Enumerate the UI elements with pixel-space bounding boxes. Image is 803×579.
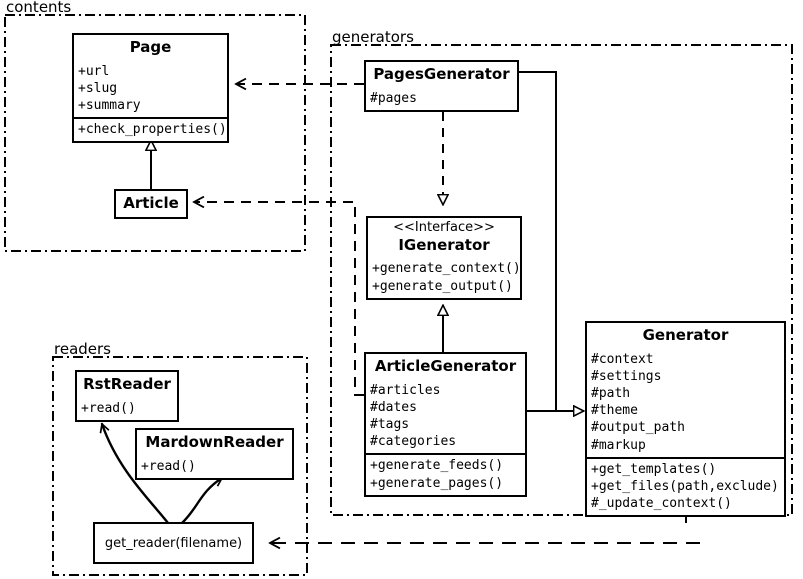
class-generator[interactable]: Generator #context #settings #path #them… [585, 321, 786, 518]
method: +read() [141, 458, 196, 474]
class-page-name: Page [129, 38, 172, 56]
method: +generate_context() [372, 261, 521, 277]
attribute: +url [78, 63, 110, 79]
class-article[interactable]: Article [114, 189, 188, 219]
rel-get-reader-creates-mardownreader [180, 476, 222, 525]
method: +generate_pages() [370, 475, 504, 491]
attribute: #articles [370, 382, 441, 398]
rel-articlegenerator-depends-article [194, 202, 364, 396]
class-pagesgenerator-name: PagesGenerator [373, 65, 510, 83]
class-igenerator-methods: +generate_context() +generate_output() [368, 258, 521, 297]
method: +read() [81, 400, 136, 416]
method: +generate_output() [372, 278, 513, 294]
node-get-reader[interactable]: get_reader(filename) [93, 522, 254, 564]
class-mardownreader-methods: +read() [137, 456, 292, 478]
class-page-attributes: +url +slug +summary [74, 61, 227, 117]
attribute: #settings [591, 368, 662, 384]
class-page-methods: +check_properties() [74, 117, 227, 141]
attribute: #dates [370, 399, 417, 415]
attribute: #output_path [591, 420, 685, 436]
class-igenerator-stereotype: <<Interface>> [393, 220, 495, 235]
attribute: #context [591, 351, 654, 367]
class-igenerator-name: IGenerator [398, 235, 490, 254]
class-page[interactable]: Page +url +slug +summary +check_properti… [72, 33, 229, 144]
class-article-name: Article [123, 194, 179, 212]
class-articlegenerator-name: ArticleGenerator [374, 357, 517, 375]
class-rstreader[interactable]: RstReader +read() [75, 370, 179, 422]
class-articlegenerator[interactable]: ArticleGenerator #articles #dates #tags … [364, 352, 527, 497]
class-generator-attributes: #context #settings #path #theme #output_… [587, 349, 784, 457]
method: #_update_context() [591, 496, 732, 511]
class-generator-methods: +get_templates() +get_files(path,exclude… [587, 456, 784, 515]
class-igenerator-header: <<Interface>> IGenerator [368, 218, 520, 258]
class-rstreader-name: RstReader [83, 375, 171, 393]
class-pagesgenerator-attributes: #pages [366, 88, 517, 110]
rel-generators-inherit-generator [519, 71, 584, 411]
package-label-generators: generators [332, 28, 414, 46]
class-pagesgenerator[interactable]: PagesGenerator #pages [364, 60, 519, 112]
method: +get_files(path,exclude) [591, 478, 779, 494]
attribute: #pages [370, 90, 417, 106]
method: +generate_feeds() [370, 458, 504, 474]
method: +get_templates() [591, 461, 717, 477]
package-label-contents: contents [6, 0, 72, 16]
attribute: #markup [591, 437, 646, 453]
class-articlegenerator-attributes: #articles #dates #tags #categories [366, 380, 525, 454]
attribute: +summary [78, 98, 141, 114]
package-label-readers: readers [54, 340, 111, 358]
attribute: #tags [370, 417, 410, 433]
method: +check_properties() [78, 122, 227, 138]
attribute: #categories [370, 434, 457, 450]
class-articlegenerator-methods: +generate_feeds() +generate_pages() [366, 453, 525, 494]
attribute: #theme [591, 403, 638, 419]
class-igenerator[interactable]: <<Interface>> IGenerator +generate_conte… [366, 216, 522, 300]
class-mardownreader-name: MardownReader [145, 433, 284, 451]
node-get-reader-label: get_reader(filename) [104, 535, 243, 551]
attribute: +slug [78, 80, 118, 96]
attribute: #path [591, 386, 631, 402]
class-rstreader-methods: +read() [77, 398, 177, 420]
class-mardownreader[interactable]: MardownReader +read() [135, 428, 294, 480]
class-generator-name: Generator [642, 326, 729, 344]
